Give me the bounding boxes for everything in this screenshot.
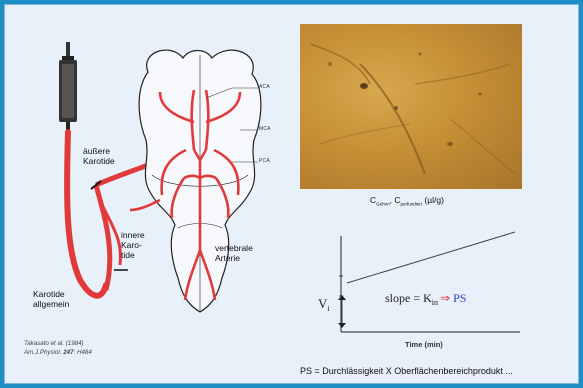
concentration-caption: CGehirn, Cperfundiert (µl/g) bbox=[370, 195, 444, 207]
syringe-icon bbox=[59, 42, 77, 132]
intercept-arrow bbox=[338, 323, 346, 328]
brain-tissue-image bbox=[300, 24, 522, 189]
label-aca: ACA bbox=[259, 84, 270, 90]
citation-line-1: Takasato et al. (1984) bbox=[24, 340, 84, 347]
footer-definition: PS = Durchlässigkeit X Oberflächenbereic… bbox=[300, 366, 513, 376]
citation-line-2: Am.J.Physiol. 247: H484 bbox=[24, 349, 92, 356]
label-vertebral-artery: vertebrale Arterie bbox=[215, 243, 253, 263]
label-pca: PCA bbox=[259, 158, 270, 164]
common-carotid-vessel bbox=[96, 185, 110, 290]
y-label: Vi bbox=[318, 296, 330, 313]
slope-equation: slope = Kin⇒PS bbox=[385, 291, 466, 307]
x-label: Time (min) bbox=[405, 340, 443, 349]
label-external-carotid: äußere Karotide bbox=[83, 146, 115, 166]
label-internal-carotid: innere Karo- tide bbox=[121, 230, 145, 260]
regression-line bbox=[347, 232, 515, 283]
label-mca: MCA bbox=[259, 126, 271, 132]
kinetics-plot: Vi slope = Kin⇒PS Time (min) bbox=[318, 232, 520, 349]
label-common-carotid: Karotide allgemein bbox=[33, 289, 69, 309]
